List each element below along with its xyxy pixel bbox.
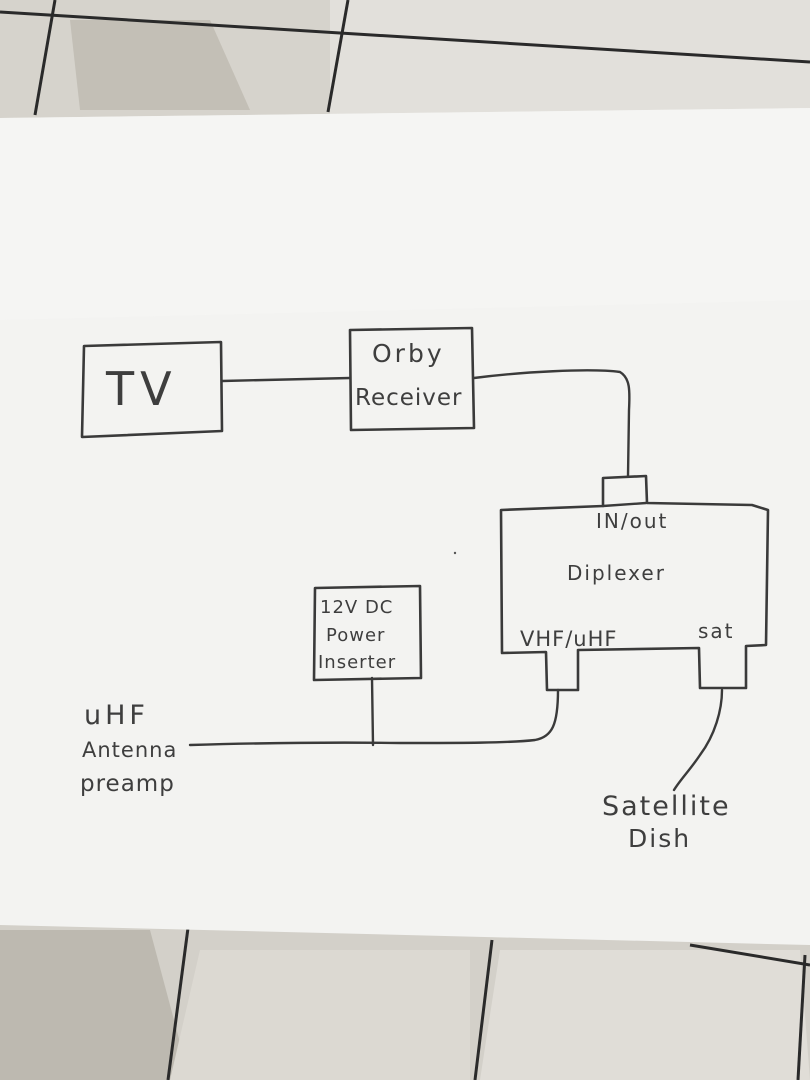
diplexer-port-in-out: IN/out xyxy=(596,509,668,533)
antenna-line1: uHF xyxy=(84,700,149,731)
power-inserter-box xyxy=(312,584,423,682)
diplexer-port-vhf-uhf: VHF/uHF xyxy=(520,627,618,651)
satellite-node: Satellite Dish xyxy=(602,791,731,853)
pencil-mark xyxy=(453,551,457,555)
power-inserter-line1: 12V DC xyxy=(320,597,393,618)
power-inserter-line3: Inserter xyxy=(318,652,396,673)
tv-label: TV xyxy=(105,362,178,416)
edge-receiver-diplexer xyxy=(472,369,631,478)
power-inserter-line2: Power xyxy=(326,625,385,646)
diplexer-body xyxy=(499,474,770,692)
tv-box xyxy=(80,340,224,439)
antenna-line2: Antenna xyxy=(82,738,177,762)
antenna-line3: preamp xyxy=(80,771,175,797)
receiver-node: Orby Receiver xyxy=(348,326,476,432)
receiver-box xyxy=(348,326,476,432)
edge-inserter-line xyxy=(370,676,375,747)
edge-tv-receiver xyxy=(220,376,352,383)
diplexer-node: IN/out Diplexer VHF/uHF sat xyxy=(499,474,770,692)
satellite-line1: Satellite xyxy=(602,791,731,822)
diplexer-title: Diplexer xyxy=(567,561,666,585)
diplexer-port-sat: sat xyxy=(698,619,735,643)
tv-node: TV xyxy=(80,340,224,439)
power-inserter-node: 12V DC Power Inserter xyxy=(312,584,423,682)
receiver-label-line2: Receiver xyxy=(355,385,463,411)
diplexer-port-top-edge xyxy=(601,501,648,508)
edge-sat-dish xyxy=(672,688,724,792)
receiver-label-line1: Orby xyxy=(372,339,445,368)
edge-antenna-diplexer xyxy=(188,688,560,747)
paper-shade xyxy=(0,108,810,320)
satellite-line2: Dish xyxy=(628,824,691,853)
antenna-node: uHF Antenna preamp xyxy=(80,700,177,797)
paper-sheet xyxy=(0,108,810,945)
